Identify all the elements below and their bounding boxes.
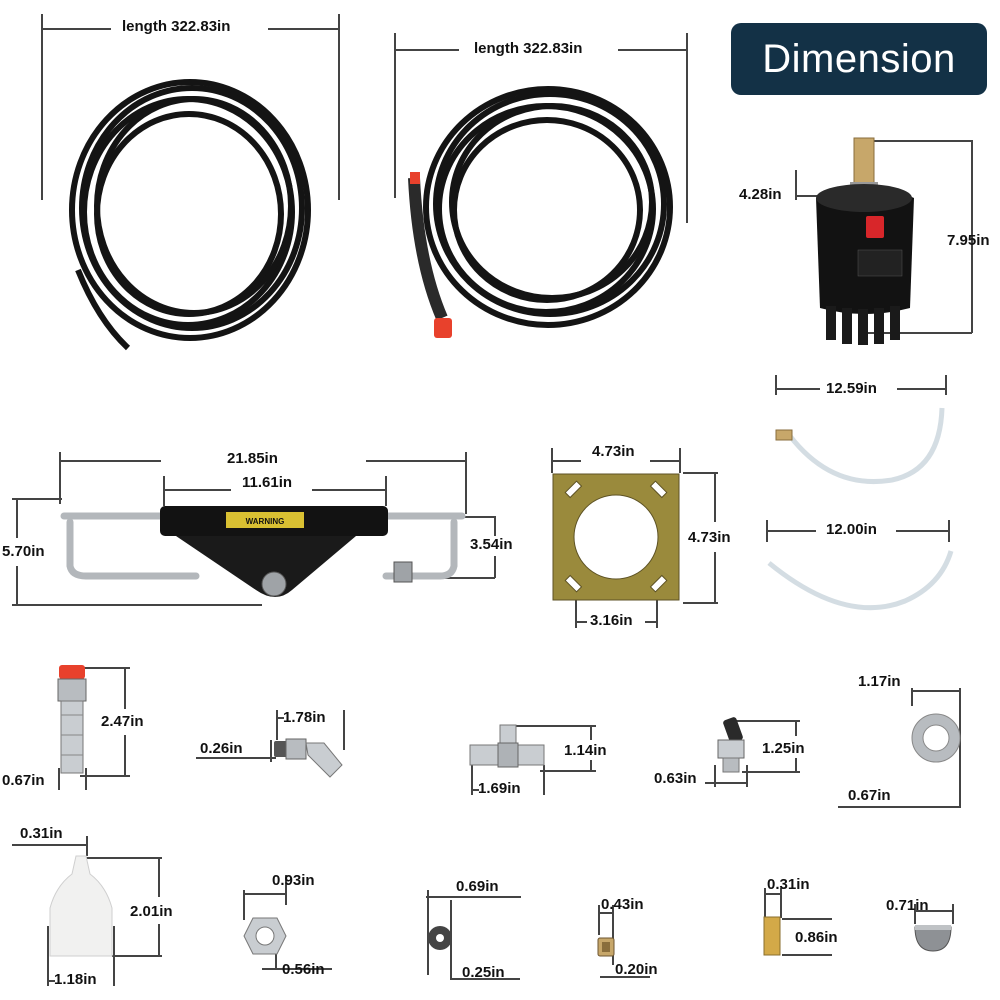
pin-height-label: 0.86in [795,929,838,946]
oil-bottle-cap [49,855,113,957]
helm-pump-height-label: 7.95in [947,232,990,249]
svg-text:WARNING: WARNING [246,517,285,526]
elbow-fitting-length-label: 1.78in [283,709,326,726]
tee-fitting [469,724,545,768]
hose-fitting-length-label: 2.47in [101,713,144,730]
bleed-valve-height-label: 1.25in [762,740,805,757]
elbow-fitting-thread-label: 0.26in [200,740,243,757]
mount-plate-width-label: 4.73in [592,443,635,460]
bleed-valve [717,717,745,773]
washer-large-outer-label: 1.17in [858,673,901,690]
washer-large-inner-label: 0.67in [848,787,891,804]
washer-small-thickness-label: 0.25in [462,964,505,981]
brass-pin [763,916,781,956]
hose-2-length-label: length 322.83in [474,40,583,57]
hydraulic-hose-2 [408,86,673,338]
large-washer [911,713,961,763]
dimension-badge: Dimension [731,23,987,95]
mount-plate [552,473,680,601]
steering-cylinder: WARNING [60,506,466,597]
cylinder-body-label: 11.61in [242,474,293,491]
hydraulic-hose-1 [69,79,311,351]
small-fitting [597,937,615,957]
helm-pump [816,137,914,345]
hex-nut [243,917,287,955]
small-washer [428,926,452,950]
elbow-fitting [274,738,343,778]
cylinder-overall-label: 21.85in [227,450,278,467]
rubber-cap [914,925,952,952]
tube-1-length-label: 12.59in [826,380,877,397]
cylinder-height-label: 3.54in [470,536,513,553]
nut-height-label: 0.56in [282,961,325,978]
helm-pump-shaft-label: 4.28in [739,186,782,203]
bleed-valve-width-label: 0.63in [654,770,697,787]
small-fitting-width-label: 0.43in [601,896,644,913]
oil-cap-width-label: 1.18in [54,971,97,988]
hose-fitting-diameter-label: 0.67in [2,772,45,789]
cylinder-width-label: 5.70in [2,543,45,560]
nylon-tube-2 [767,550,954,611]
tee-fitting-height-label: 1.14in [564,742,607,759]
tube-2-length-label: 12.00in [826,521,877,538]
pin-width-label: 0.31in [767,876,810,893]
hose-fitting [57,665,87,774]
cap-width-label: 0.71in [886,897,929,914]
mount-plate-height-label: 4.73in [688,529,731,546]
tee-fitting-width-label: 1.69in [478,780,521,797]
small-fitting-height-label: 0.20in [615,961,658,978]
washer-small-outer-label: 0.69in [456,878,499,895]
oil-cap-height-label: 2.01in [130,903,173,920]
hose-1-length-label: length 322.83in [122,18,231,35]
oil-cap-tip-label: 0.31in [20,825,63,842]
mount-plate-hole-label: 3.16in [590,612,633,629]
nut-width-label: 0.93in [272,872,315,889]
nylon-tube-1 [775,407,945,485]
